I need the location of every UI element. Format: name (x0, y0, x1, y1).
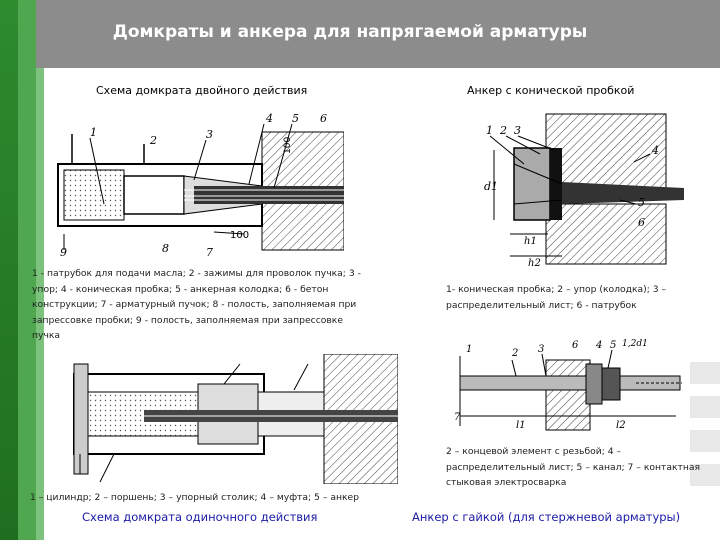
slide-title: Домкраты и анкера для напрягаемой армату… (112, 22, 588, 42)
fig2-label: 5 (638, 196, 645, 209)
decor-square (688, 430, 720, 452)
fig4-label: 4 (595, 340, 602, 351)
figure-nut-anchor: 1 2 3 4 5 6 7 l1 l2 1,2d1 (454, 339, 682, 431)
fig1-label: 9 (60, 246, 67, 259)
fig1-label: 1 (90, 126, 97, 139)
decor-square (688, 362, 720, 384)
fig4-label: 1 (466, 344, 472, 355)
figure-single-action-jack (73, 354, 398, 484)
left-decor-stripe-pale (36, 68, 44, 540)
legend-double-action-jack: 1 - патрубок для подачи масла; 2 - зажим… (32, 268, 361, 341)
fig1-label: 6 (320, 112, 327, 125)
caption-nut-anchor: Анкер с гайкой (для стержневой арматуры) (412, 510, 681, 524)
fig1-label: 8 (162, 242, 169, 255)
fig2-label: 2 (499, 124, 507, 137)
fig2-label: 6 (638, 216, 645, 229)
fig1-label: 3 (206, 128, 213, 141)
decor-square (688, 396, 720, 418)
title-bar (36, 0, 720, 68)
fig2-dim: d1 (484, 180, 498, 193)
fig2-label: 4 (651, 144, 659, 157)
fig2-label: 3 (514, 124, 521, 137)
legend-conical-plug-anchor: 1- коническая пробка; 2 – упор (колодка)… (446, 284, 667, 311)
fig1-label: 4 (265, 112, 273, 125)
caption-conical-plug-anchor: Анкер с конической пробкой (467, 84, 635, 97)
left-decor-stripe-light (18, 0, 36, 540)
caption-single-action-jack: Схема домкрата одиночного действия (82, 510, 318, 524)
decor-square (688, 464, 720, 486)
fig4-label: 2 (511, 348, 518, 359)
fig4-label: 3 (538, 344, 544, 355)
fig4-dim: l2 (616, 420, 626, 431)
fig2-dim: h1 (524, 236, 537, 247)
legend-nut-anchor: 2 – концевой элемент с резьбой; 4 – расп… (446, 446, 701, 488)
fig1-label: 7 (206, 246, 213, 259)
caption-double-action-jack: Схема домкрата двойного действия (96, 84, 308, 97)
left-decor-stripe (0, 0, 18, 540)
fig1-label: 5 (292, 112, 299, 125)
fig4-label: 5 (610, 340, 616, 351)
legend-single-action-jack: 1 – цилиндр; 2 – поршень; 3 – упорный ст… (30, 492, 360, 503)
fig1-dim: 100 (230, 230, 249, 241)
figure-double-action-jack: 1 2 3 4 5 6 9 8 7 100 100 (57, 112, 344, 259)
fig2-label: 1 (486, 124, 493, 137)
fig4-label: 7 (454, 412, 461, 423)
fig1-label: 2 (149, 134, 157, 147)
figure-conical-plug-anchor: 1 2 3 4 5 6 d1 h1 h2 (484, 113, 684, 268)
fig4-dim: l1 (516, 420, 526, 431)
fig4-label: 6 (572, 340, 579, 351)
fig1-dim: 100 (283, 137, 293, 154)
fig4-dim: 1,2d1 (622, 339, 648, 349)
fig2-dim: h2 (528, 258, 541, 268)
